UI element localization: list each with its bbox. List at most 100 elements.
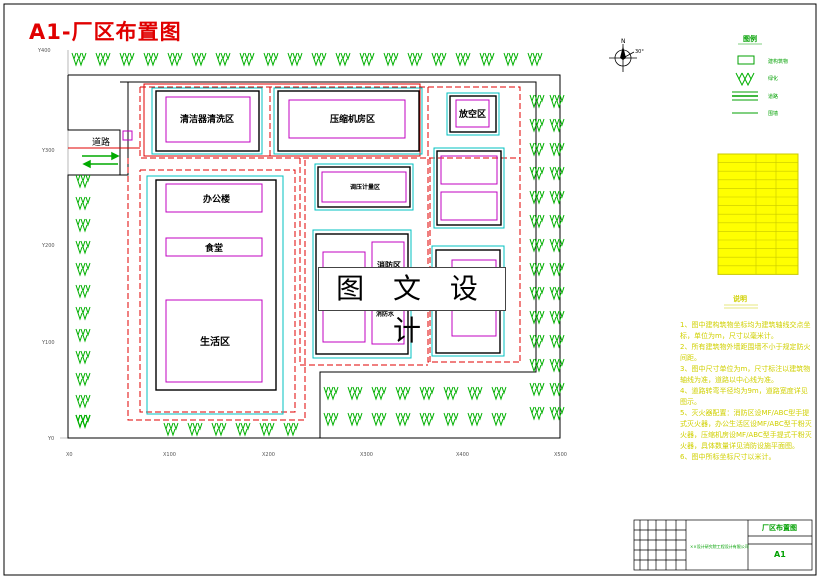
tree-symbol	[431, 52, 447, 67]
area-label: 清洁器清洗区	[180, 113, 234, 125]
axis-y-label: Y0	[47, 436, 54, 442]
gate-label: 道路	[92, 136, 110, 148]
area-label: 办公楼	[203, 193, 230, 205]
tree-symbol	[347, 386, 363, 401]
note-line: 1、图中建构筑物坐标均为建筑轴线交点坐标，单位为m，尺寸以毫米计。	[680, 321, 811, 340]
tree-symbol	[529, 214, 545, 229]
road-lines	[127, 86, 521, 421]
tree-symbol	[529, 382, 545, 397]
tree-symbol	[529, 334, 545, 349]
area-label: 调压计量区	[350, 183, 380, 191]
site-boundary	[67, 74, 561, 439]
drawing-title: A1-厂区布置图	[29, 20, 182, 44]
tree-symbol	[95, 52, 111, 67]
tree-symbol	[395, 386, 411, 401]
tree-symbol	[371, 412, 387, 427]
tree-symbol	[529, 238, 545, 253]
tree-symbol	[549, 166, 565, 181]
legend-title: 图例	[743, 34, 757, 43]
tree-symbol	[549, 334, 565, 349]
gate-arrows	[82, 151, 120, 169]
area-label: 生活区	[200, 335, 230, 348]
tree-symbol	[529, 286, 545, 301]
notes-title: 说明	[733, 294, 747, 303]
tree-symbol	[323, 386, 339, 401]
tree-symbol	[419, 412, 435, 427]
building-east-1	[433, 147, 505, 229]
tree-symbol	[323, 412, 339, 427]
tree-symbol	[187, 422, 203, 437]
tree-symbol	[239, 52, 255, 67]
tree-symbol	[529, 94, 545, 109]
tree-symbol	[529, 262, 545, 277]
compass-angle: 30°	[635, 49, 644, 55]
compass-n: N	[621, 38, 626, 45]
note-line: 5、灭火器配置：消防区设MF/ABC型手提式灭火器，办公生活区设MF/ABC型干…	[680, 409, 812, 450]
notes-text: 1、图中建构筑物坐标均为建筑轴线交点坐标，单位为m，尺寸以毫米计。 2、所有建筑…	[680, 320, 812, 463]
tree-symbol	[529, 310, 545, 325]
tree-symbol	[529, 406, 545, 421]
tree-symbol	[549, 310, 565, 325]
tree-symbol	[263, 52, 279, 67]
tree-symbol	[419, 386, 435, 401]
tree-symbol	[287, 52, 303, 67]
tree-symbol	[211, 422, 227, 437]
building-living-zone: 办公楼 食堂 生活区	[146, 175, 284, 415]
tree-symbol	[549, 94, 565, 109]
tree-symbol	[529, 190, 545, 205]
legend-item: 绿化	[768, 75, 778, 82]
building-metering: 调压计量区	[314, 163, 414, 211]
area-label: 食堂	[204, 242, 223, 254]
axis-y-label: Y100	[41, 340, 55, 346]
tree-symbol	[549, 262, 565, 277]
legend-item: 建构筑物	[768, 58, 788, 65]
axis-x-label: X300	[360, 452, 373, 458]
tree-symbol	[529, 118, 545, 133]
axis-x-label: X0	[66, 452, 73, 458]
note-line: 2、所有建筑物外墙距围墙不小于规定防火间距。	[680, 343, 811, 362]
axis-x-label: X400	[456, 452, 469, 458]
tree-symbol	[503, 52, 519, 67]
tree-symbol	[549, 118, 565, 133]
notes: 说明	[724, 294, 758, 309]
note-line: 6、图中所标坐标尺寸以米计。	[680, 453, 776, 461]
axis-grid	[60, 50, 560, 439]
tree-symbol	[407, 52, 423, 67]
building-vent: 放空区	[446, 92, 500, 136]
tree-symbol	[75, 240, 91, 255]
tree-symbol	[75, 372, 91, 387]
tree-symbol	[71, 52, 87, 67]
tree-symbol	[549, 214, 565, 229]
tree-symbol	[359, 52, 375, 67]
tree-symbol	[119, 52, 135, 67]
legend: 图例 建构筑物 绿化 道路 围墙	[732, 34, 788, 117]
tree-symbol	[479, 52, 495, 67]
building-purify: 清洁器清洗区	[151, 87, 263, 155]
tree-symbol	[455, 52, 471, 67]
note-line: 4、道路转弯半径均为9m，道路宽度详见图示。	[680, 387, 808, 406]
axis-y-label: Y300	[41, 148, 55, 154]
axis-labels: Y400 Y300 Y200 Y100 Y0 X0 X100 X200 X300…	[37, 48, 567, 458]
economic-index-table	[717, 153, 799, 275]
legend-item: 围墙	[768, 110, 778, 117]
tree-symbol	[75, 284, 91, 299]
tree-symbol	[191, 52, 207, 67]
tree-symbol	[467, 412, 483, 427]
title-block	[633, 519, 813, 571]
tree-symbol	[549, 190, 565, 205]
tree-symbol	[467, 386, 483, 401]
area-label: 消防区	[377, 260, 401, 270]
tree-symbol	[75, 218, 91, 233]
tree-symbol	[167, 52, 183, 67]
tree-symbol	[529, 358, 545, 373]
tree-symbol	[283, 422, 299, 437]
tree-symbol	[549, 286, 565, 301]
tree-symbol	[75, 350, 91, 365]
tree-symbol	[549, 406, 565, 421]
tree-symbol	[395, 412, 411, 427]
tree-symbol	[143, 52, 159, 67]
tree-symbol	[529, 142, 545, 157]
area-label: 放空区	[458, 108, 486, 120]
tree-symbol	[75, 306, 91, 321]
